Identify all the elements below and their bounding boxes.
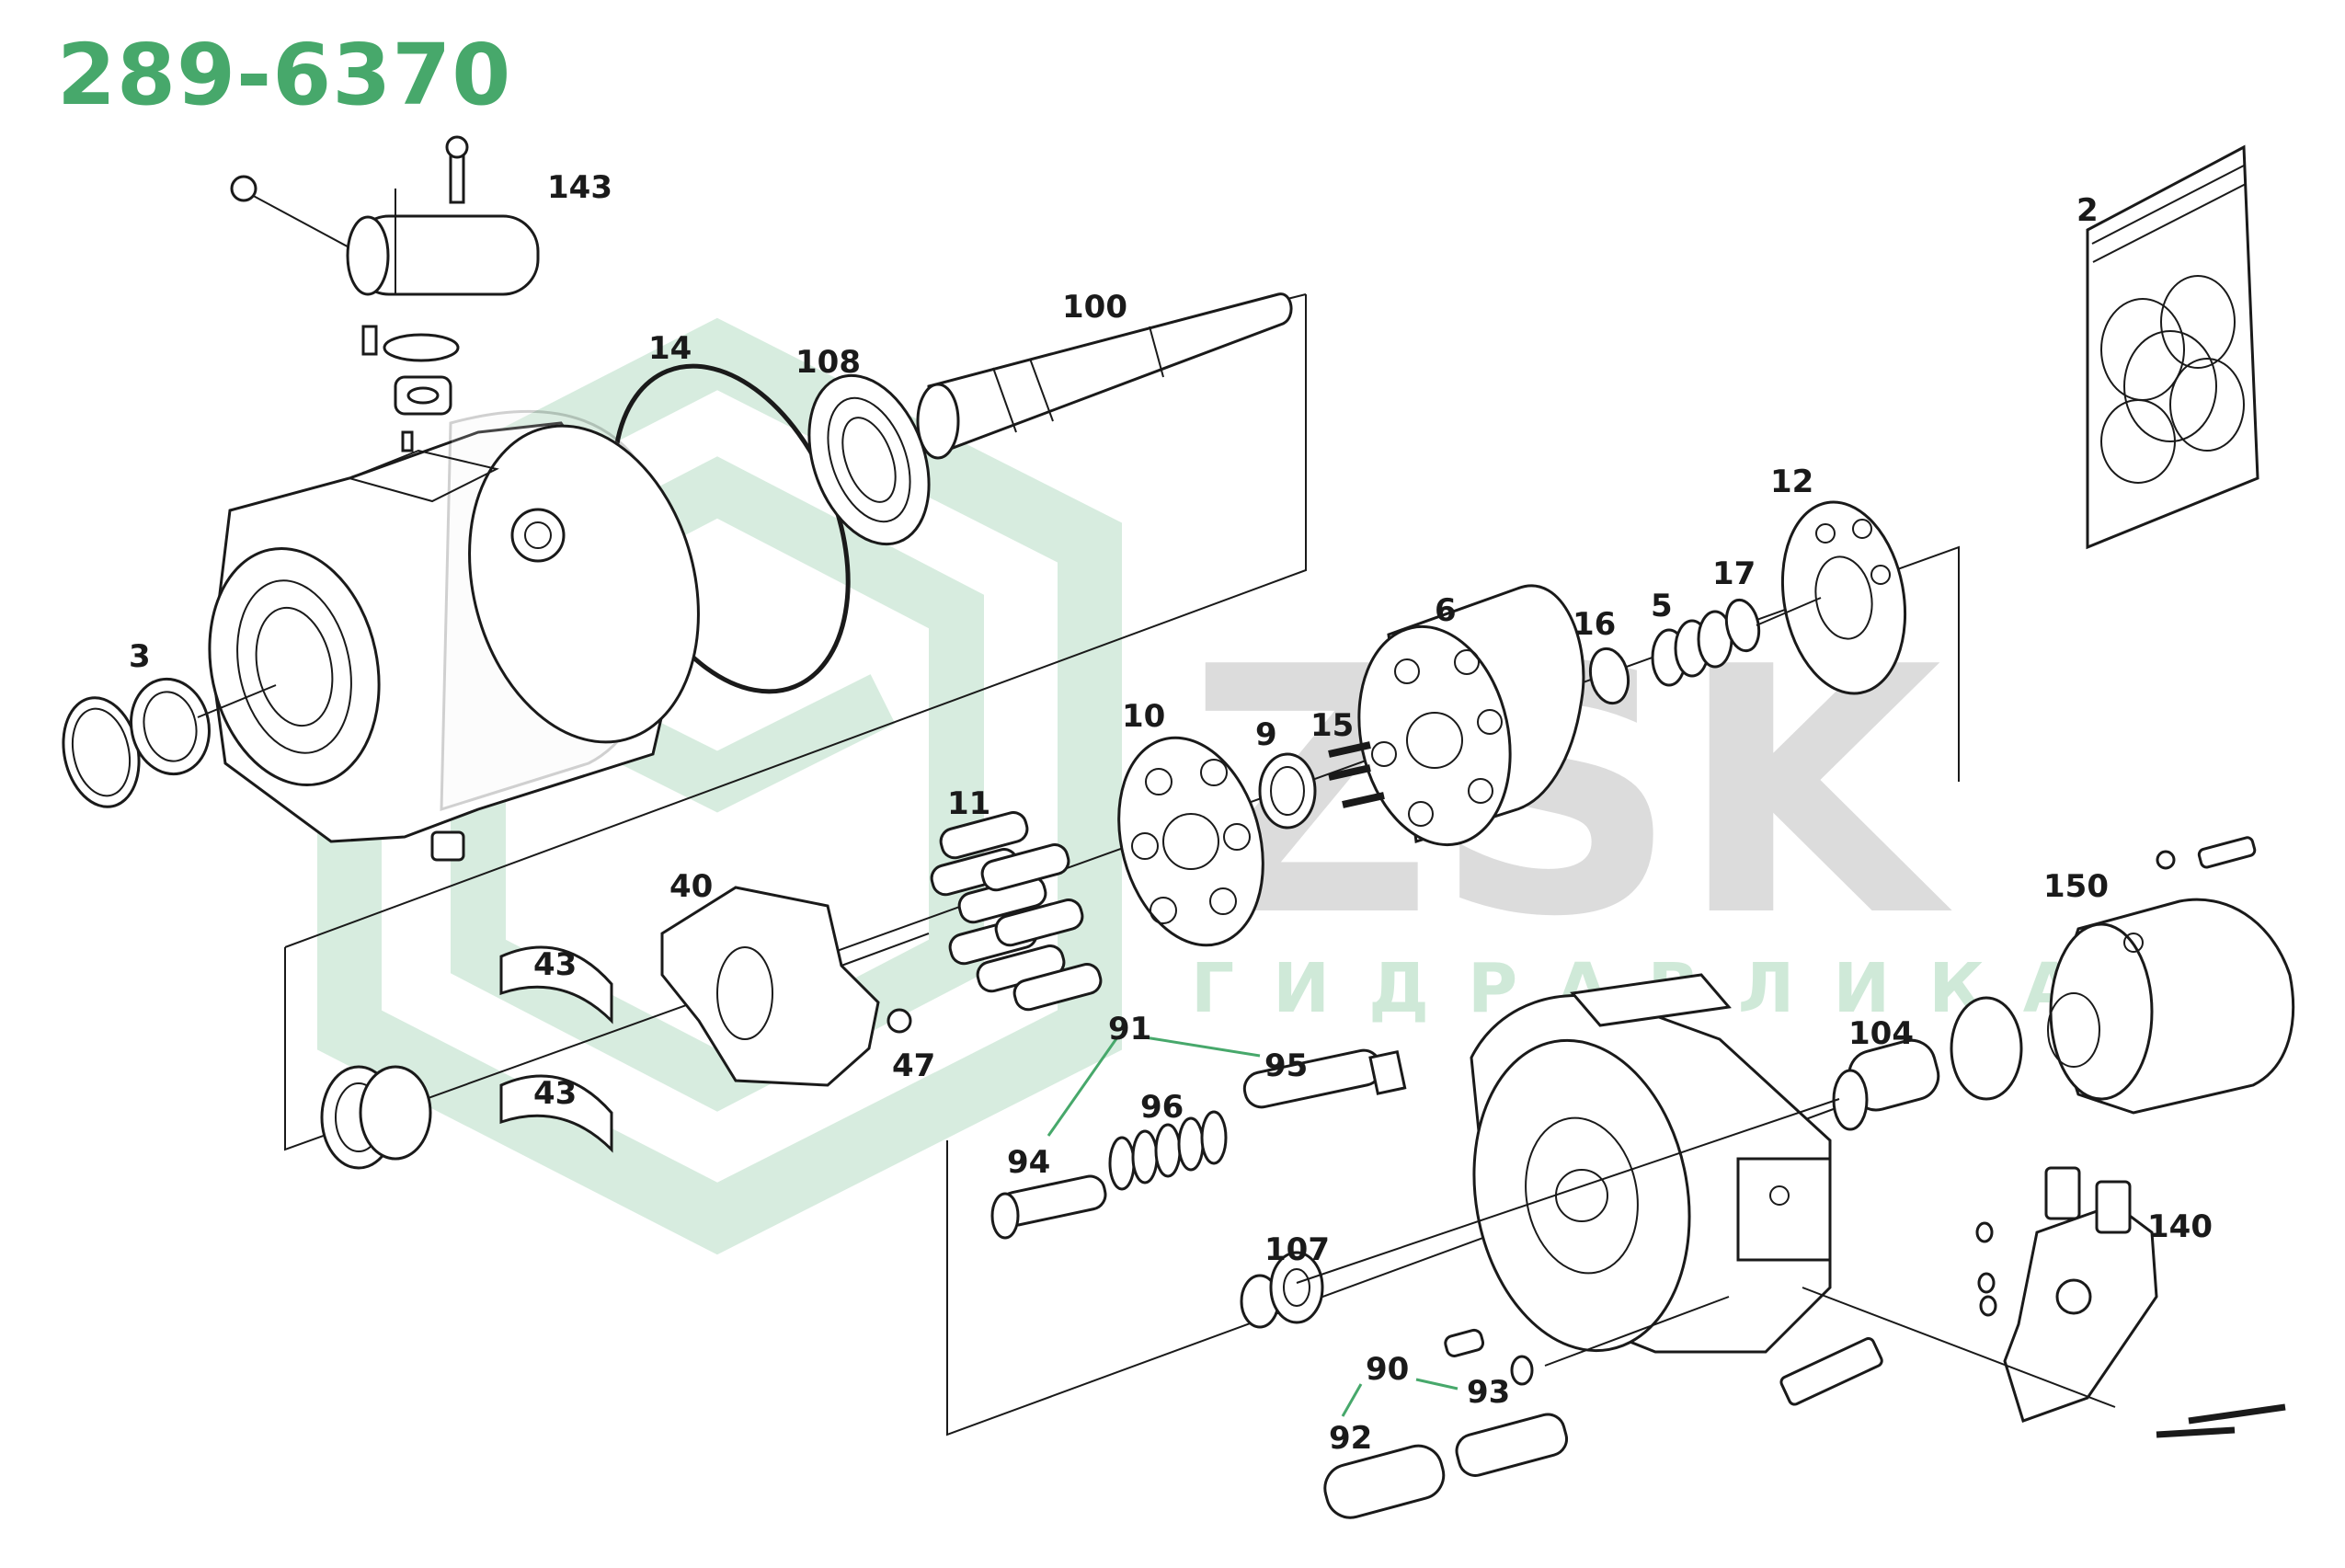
part-140-valve-block <box>1975 1166 2286 1438</box>
label-2: 2 <box>2076 192 2099 229</box>
part-100-shaft <box>916 292 1307 460</box>
leader-91-94-95 <box>1047 1036 1261 1137</box>
label-47: 47 <box>892 1047 935 1084</box>
part-143-valve <box>230 135 540 452</box>
label-143: 143 <box>547 169 612 206</box>
label-3: 3 <box>129 638 151 675</box>
part-12-port-plate <box>1756 500 1907 695</box>
part-108-bearing <box>807 373 931 546</box>
part-94-piston <box>990 1174 1107 1240</box>
part-15-pins <box>1328 741 1385 808</box>
label-91: 91 <box>1108 1011 1151 1047</box>
part-small-pin <box>1444 1328 1485 1357</box>
label-92: 92 <box>1329 1420 1372 1457</box>
label-40: 40 <box>669 868 713 905</box>
label-12: 12 <box>1770 464 1813 500</box>
label-100: 100 <box>1062 289 1127 326</box>
part-shaft-seal-rings <box>320 1065 432 1170</box>
label-90: 90 <box>1366 1351 1409 1388</box>
label-17: 17 <box>1712 555 1756 592</box>
label-5: 5 <box>1651 588 1673 624</box>
part-96-spring <box>1108 1110 1228 1191</box>
part-17-circlip <box>1724 598 1761 653</box>
part-rear-housing <box>1470 973 1832 1354</box>
part-number-title: 289-6370 <box>57 26 512 124</box>
label-6: 6 <box>1435 592 1457 629</box>
label-15: 15 <box>1310 707 1354 744</box>
label-104: 104 <box>1848 1015 1914 1052</box>
part-91-95-valve-sleeve <box>1242 1048 1407 1109</box>
leader-90-92-93 <box>1341 1378 1458 1417</box>
label-107: 107 <box>1264 1231 1330 1268</box>
label-9: 9 <box>1255 716 1277 753</box>
part-2-seal-kit-bag <box>2086 144 2259 550</box>
part-150-gear-pump <box>2047 836 2295 1115</box>
part-40-swashplate <box>660 886 930 1087</box>
part-6-cylinder-block <box>1357 584 1585 847</box>
part-104-coupling <box>1832 996 2023 1131</box>
label-150: 150 <box>2043 868 2109 905</box>
label-93: 93 <box>1467 1374 1510 1411</box>
label-11: 11 <box>947 785 990 822</box>
label-10: 10 <box>1122 698 1165 735</box>
label-94: 94 <box>1007 1144 1050 1181</box>
label-108: 108 <box>795 344 861 381</box>
assembly-axis-lines <box>1296 1098 2116 1408</box>
part-9-spherical-guide <box>1258 752 1317 830</box>
label-95: 95 <box>1264 1047 1308 1084</box>
label-43-upper: 43 <box>533 946 577 983</box>
part-92-sleeve <box>1323 1444 1446 1519</box>
part-pump-housing <box>208 409 700 862</box>
part-10-retaining-plate <box>1117 736 1264 947</box>
label-140: 140 <box>2147 1208 2213 1245</box>
part-93-plug <box>1455 1413 1569 1477</box>
part-90-o-ring <box>1510 1355 1534 1386</box>
part-5-spring <box>1651 610 1733 687</box>
part-107-bearing <box>1240 1251 1324 1329</box>
label-16: 16 <box>1573 606 1616 643</box>
part-16-ring <box>1588 647 1630 705</box>
part-11-pistons <box>930 811 1103 1012</box>
part-3-seal <box>62 677 277 808</box>
label-96: 96 <box>1140 1089 1184 1126</box>
part-43-shell-upper <box>499 945 613 1024</box>
part-43-shell-lower <box>499 1074 613 1153</box>
label-43-lower: 43 <box>533 1075 577 1112</box>
part-bolt <box>1779 1336 1883 1406</box>
label-14: 14 <box>648 330 692 367</box>
